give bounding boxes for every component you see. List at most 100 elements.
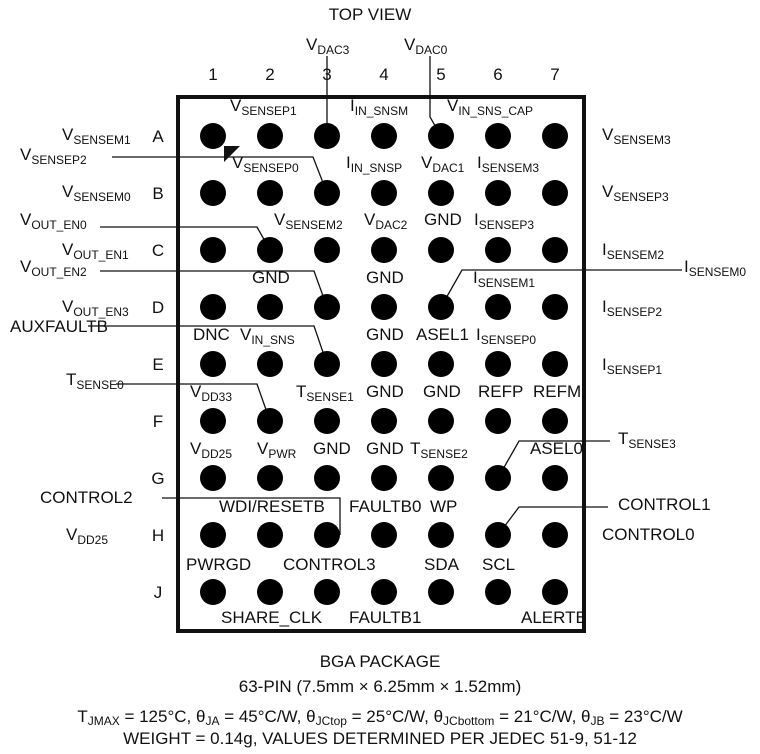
ball-G7 [542,465,568,491]
ball-B3 [314,180,340,206]
line-tsense3 [497,440,610,479]
ball-B1 [200,180,226,206]
row-letter: B [152,184,163,203]
package-dimensions: 63-PIN (7.5mm × 6.25mm × 1.52mm) [238,677,522,696]
pin-label: VSENSEP0 [232,153,299,175]
row-letter: J [154,583,163,602]
external-label-right: CONTROL1 [618,495,711,514]
pin-label: GND [366,325,404,344]
ball-A4 [371,123,397,149]
pin-label: ISENSEP0 [476,325,536,347]
pin-label: VIN_SNS [240,325,295,347]
pin-label: SHARE_CLK [221,608,323,627]
package-name: BGA PACKAGE [319,652,441,671]
ball-J7 [542,579,568,605]
ball-E6 [485,351,511,377]
ball-F3 [314,408,340,434]
ball-D5 [428,294,454,320]
ball-A1 [200,123,226,149]
pin-label: ISENSEM1 [473,268,535,290]
pin-label: VDAC2 [364,210,408,232]
pin-label: VDD25 [190,439,232,461]
column-number: 3 [322,65,331,84]
pin-label: DNC [193,325,230,344]
pin-label: CONTROL3 [283,555,376,574]
ball-G1 [200,465,226,491]
pin-label: VPWR [257,439,297,461]
row-letter: D [152,298,164,317]
pin-label: GND [366,382,404,401]
ball-C3 [314,237,340,263]
thermal-specs: TJMAX = 125°C, θJA = 45°C/W, θJCtop = 25… [77,707,683,728]
column-number: 5 [436,65,445,84]
ball-H3 [314,522,340,548]
pin-label: ISENSEM3 [477,153,539,175]
ball-H4 [371,522,397,548]
external-label-left: AUXFAULTB [10,317,108,336]
ball-E5 [428,351,454,377]
diagram-title: TOP VIEW [329,5,412,24]
external-label-right: ISENSEM2 [602,240,664,262]
row-letter: A [152,127,164,146]
ball-C2 [257,237,283,263]
pin-label: WDI/RESETB [219,497,325,516]
row-letter: F [153,412,163,431]
label-vdac0: VDAC0 [404,35,448,57]
ball-A3 [314,123,340,149]
pin-label: ASEL0 [530,439,583,458]
row-letter: G [151,469,164,488]
ball-E1 [200,351,226,377]
ball-G6 [485,465,511,491]
external-label-left: VSENSEM0 [62,182,131,204]
line-tsense0 [116,383,271,422]
column-number: 1 [208,65,217,84]
ball-B7 [542,180,568,206]
row-letter: C [152,241,164,260]
pin-label: IIN_SNSM [350,96,408,118]
ball-grid [200,123,568,605]
pin-label: ALERTB [521,608,587,627]
ball-J4 [371,579,397,605]
ball-J3 [314,579,340,605]
ball-H2 [257,522,283,548]
external-label-left: VDD25 [66,525,108,547]
external-label-right: TSENSE3 [618,429,676,451]
ball-A7 [542,123,568,149]
ball-C6 [485,237,511,263]
ball-J6 [485,579,511,605]
ball-C1 [200,237,226,263]
pin-label: PWRGD [186,555,251,574]
external-label-left: CONTROL2 [40,488,133,507]
ball-H1 [200,522,226,548]
ball-F5 [428,408,454,434]
external-label-left: VOUT_EN1 [62,240,129,262]
external-label-right: VSENSEM3 [602,125,671,147]
external-label-right: CONTROL0 [602,525,695,544]
pin-label: VSENSEM2 [274,210,343,232]
pin-label: FAULTB0 [349,497,421,516]
pin-label: GND [424,210,462,229]
ball-E3 [314,351,340,377]
pin-label: VIN_SNS_CAP [447,96,533,118]
ball-F4 [371,408,397,434]
ball-D4 [371,294,397,320]
line-vout-en0 [100,226,271,251]
pin-label: FAULTB1 [349,608,421,627]
ball-G4 [371,465,397,491]
column-number: 4 [379,65,388,84]
row-letter: E [152,355,163,374]
ball-H7 [542,522,568,548]
ball-D1 [200,294,226,320]
pin-label: ISENSEP3 [474,210,534,232]
pin-label: VDD33 [190,382,232,404]
pin-label: REFP [478,382,523,401]
external-label-right: ISENSEP2 [602,297,662,319]
line-auxfaultb [88,325,328,365]
ball-E4 [371,351,397,377]
label-vdac3: VDAC3 [306,35,350,57]
external-label-right: ISENSEP1 [602,355,662,377]
ball-J5 [428,579,454,605]
pin-label: GND [366,439,404,458]
ball-G2 [257,465,283,491]
